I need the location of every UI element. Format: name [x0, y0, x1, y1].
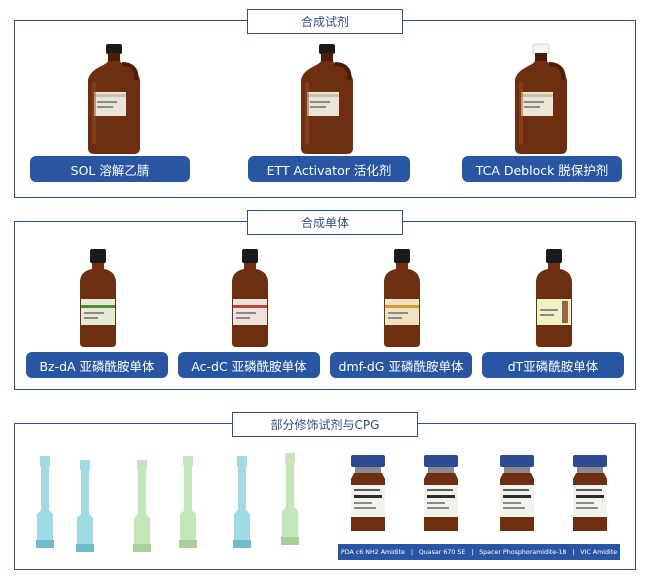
cpg-column-teal-1 [36, 456, 54, 548]
section-synthesis-monomers: 合成单体 [14, 210, 636, 390]
bottle-tca [515, 43, 567, 154]
section-title-reagents: 合成试剂 [247, 9, 403, 34]
vial-spacer-18 [500, 455, 534, 531]
bottle-sol [88, 44, 140, 154]
cpg-column-green-2 [179, 456, 197, 548]
cpg-column-green-1 [133, 460, 151, 552]
product-label-bz-da: Bz-dA 亚磷酰胺单体 [26, 352, 168, 378]
vial-pda-c6 [351, 455, 385, 531]
vial-divider: | [471, 548, 474, 556]
vial-label-spacer: Spacer Phosphoramidite-18 [479, 548, 567, 556]
product-label-ac-dc: Ac-dC 亚磷酰胺单体 [178, 352, 320, 378]
section-modifiers-cpg: 部分修饰试剂与CPG [14, 412, 636, 570]
cpg-column-teal-2 [76, 460, 94, 552]
vial-quasar-670 [424, 455, 458, 531]
vial-label-vic: VIC Amidite [580, 548, 618, 556]
vial-label-quasar: Quasar 670 SE [418, 548, 466, 556]
bottle-dt [536, 249, 572, 347]
bottle-dmf-dg [384, 249, 420, 347]
product-label-dmf-dg: dmf-dG 亚磷酰胺单体 [330, 352, 472, 378]
section-title-monomers: 合成单体 [247, 210, 403, 235]
bottle-ac-dc [232, 249, 268, 347]
vial-divider: | [410, 548, 413, 556]
vial-label-pda: PDA c6 NH2 Amidite [340, 548, 405, 556]
bottle-ett [301, 44, 353, 154]
vial-vic [573, 455, 607, 531]
section-synthesis-reagents: 合成试剂 [14, 9, 636, 198]
product-label-dt: dT亚磷酰胺单体 [482, 352, 624, 378]
vial-label-bar: PDA c6 NH2 Amidite | Quasar 670 SE | Spa… [338, 544, 620, 560]
bottle-bz-da [80, 249, 116, 347]
product-label-sol: SOL 溶解乙腈 [30, 156, 190, 182]
cpg-column-green-3 [281, 453, 299, 545]
vial-divider: | [572, 548, 575, 556]
section-title-modifiers: 部分修饰试剂与CPG [232, 412, 418, 437]
cpg-column-teal-3 [233, 456, 251, 548]
product-label-ett: ETT Activator 活化剂 [248, 156, 410, 182]
product-label-tca: TCA Deblock 脱保护剂 [462, 156, 622, 182]
